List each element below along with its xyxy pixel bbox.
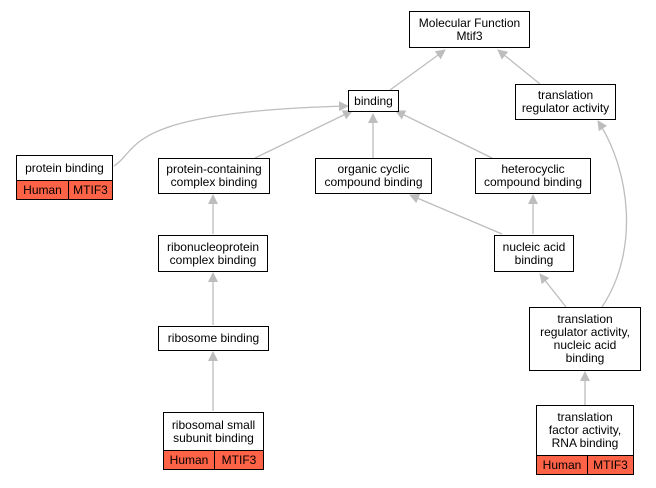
annotation-row: Human MTIF3 — [17, 180, 112, 199]
edge-nucleic-acid-to-organic-cyclic — [409, 193, 503, 235]
node-label: heterocyclic compound binding — [483, 162, 583, 189]
edge-translation-regulator-to-root — [497, 49, 541, 85]
edge-protein-binding-to-binding — [113, 101, 349, 167]
node-label: translation regulator activity — [521, 88, 610, 115]
node-binding[interactable]: binding — [348, 90, 399, 112]
node-label: Molecular Function Mtif3 — [418, 15, 521, 43]
edge-binding-to-root — [389, 49, 446, 91]
node-protein-binding[interactable]: protein binding Human MTIF3 — [16, 155, 113, 200]
node-label: ribonucleoprotein complex binding — [166, 239, 260, 267]
node-nucleic-acid-binding[interactable]: nucleic acid binding — [494, 235, 574, 272]
node-label: protein-containing complex binding — [166, 162, 262, 189]
node-label: translation regulator activity, nucleic … — [540, 312, 630, 365]
node-label: ribosome binding — [167, 331, 260, 345]
node-ribosome-binding[interactable]: ribosome binding — [158, 326, 269, 351]
node-label: protein binding — [25, 160, 104, 175]
species-tag: Human — [17, 181, 69, 199]
node-translation-factor-activity-rna-binding[interactable]: translation factor activity, RNA binding… — [536, 405, 634, 475]
species-tag: Human — [164, 451, 215, 469]
node-translation-regulator-nucleic-acid-binding[interactable]: translation regulator activity, nucleic … — [529, 307, 641, 371]
gene-tag: MTIF3 — [69, 181, 112, 199]
node-ribonucleoprotein-complex-binding[interactable]: ribonucleoprotein complex binding — [158, 235, 268, 272]
edge-tra-nucleic-to-translation-regulator — [597, 120, 628, 308]
edge-protein-complex-to-binding — [254, 110, 353, 159]
node-label: binding — [354, 93, 393, 108]
edge-heterocyclic-to-binding — [395, 110, 493, 159]
edge-tra-nucleic-to-nucleic-acid — [539, 273, 567, 308]
node-molecular-function-root[interactable]: Molecular Function Mtif3 — [409, 11, 530, 48]
node-protein-containing-complex-binding[interactable]: protein-containing complex binding — [158, 158, 270, 194]
node-translation-regulator-activity[interactable]: translation regulator activity — [515, 84, 616, 120]
node-heterocyclic-compound-binding[interactable]: heterocyclic compound binding — [475, 158, 591, 194]
node-label: ribosomal small subunit binding — [171, 417, 256, 445]
node-organic-cyclic-compound-binding[interactable]: organic cyclic compound binding — [315, 158, 432, 194]
species-tag: Human — [537, 456, 588, 474]
node-ribosomal-small-subunit-binding[interactable]: ribosomal small subunit binding Human MT… — [163, 412, 264, 470]
gene-tag: MTIF3 — [215, 451, 263, 469]
node-label: translation factor activity, RNA binding — [548, 410, 622, 450]
gene-tag: MTIF3 — [588, 456, 633, 474]
annotation-row: Human MTIF3 — [537, 455, 633, 474]
node-label: organic cyclic compound binding — [324, 162, 423, 189]
annotation-row: Human MTIF3 — [164, 450, 263, 469]
node-label: nucleic acid binding — [502, 239, 566, 267]
